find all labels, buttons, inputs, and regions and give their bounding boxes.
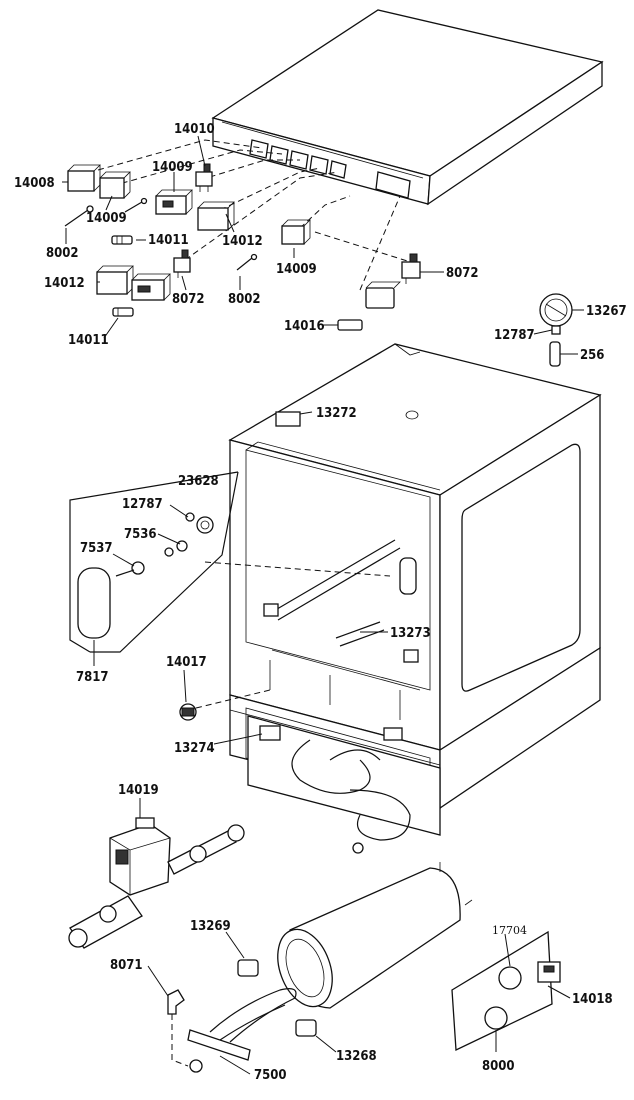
- label-13272: 13272: [316, 406, 357, 421]
- switch-module-14008: [67, 164, 101, 192]
- label-7500: 7500: [254, 1068, 287, 1083]
- part-number-labels: 14010 14008 14009 14009 8002 14011 14012…: [14, 122, 627, 1083]
- label-13268: 13268: [336, 1049, 377, 1064]
- leader-lines: [62, 135, 584, 1075]
- control-board: [451, 930, 561, 1052]
- clip-14016: [337, 319, 363, 331]
- selector-switch-14010: [195, 163, 213, 192]
- switch-module-14012-upper: [197, 201, 235, 231]
- float-detail-inset: [69, 471, 239, 653]
- label-14009-left: 14009: [86, 211, 127, 226]
- label-13267: 13267: [586, 304, 627, 319]
- label-7817: 7817: [76, 670, 109, 685]
- control-panel-cover: [211, 9, 604, 206]
- label-13273: 13273: [390, 626, 431, 641]
- switch-block-right: [365, 281, 401, 309]
- label-14011-lower: 14011: [68, 333, 109, 348]
- screw-8002-center: [236, 253, 258, 271]
- switch-module-lower-right: [131, 273, 171, 301]
- label-14008: 14008: [14, 176, 55, 191]
- switch-module-14009-center: [155, 189, 193, 215]
- inlet-valve-14019: [68, 817, 245, 949]
- switch-module-14012-lower: [96, 265, 134, 295]
- valve-assembly-line: [195, 689, 271, 709]
- label-14010: 14010: [174, 122, 215, 137]
- clip-14011-lower: [112, 307, 134, 317]
- label-12787-inset: 12787: [122, 497, 163, 512]
- label-14017: 14017: [166, 655, 207, 670]
- label-8072-right: 8072: [446, 266, 479, 281]
- label-256: 256: [580, 348, 604, 363]
- label-17704: 17704: [492, 924, 527, 937]
- float-assembly-line: [204, 561, 391, 577]
- selector-switch-8072-left: [173, 249, 191, 278]
- label-14018: 14018: [572, 992, 613, 1007]
- label-13269: 13269: [190, 919, 231, 934]
- label-7536: 7536: [124, 527, 157, 542]
- label-14012-lower: 14012: [44, 276, 85, 291]
- label-14009-center: 14009: [152, 160, 193, 175]
- screw-8002-left: [64, 205, 94, 227]
- selector-switch-8072-right: [401, 253, 421, 284]
- label-14019: 14019: [118, 783, 159, 798]
- clip-14011-upper: [111, 235, 133, 245]
- label-8072-left: 8072: [172, 292, 205, 307]
- label-7537: 7537: [80, 541, 113, 556]
- label-8002-center: 8002: [228, 292, 261, 307]
- thermostat-13267: [539, 293, 573, 367]
- switch-module-14009-right: [281, 219, 311, 245]
- valve-14017: [179, 703, 197, 721]
- screw-center: [124, 197, 148, 213]
- label-8002-left: 8002: [46, 246, 79, 261]
- label-12787-right: 12787: [494, 328, 535, 343]
- label-14011-upper: 14011: [148, 233, 189, 248]
- label-14012-upper: 14012: [222, 234, 263, 249]
- switch-module-14009-left: [99, 171, 131, 199]
- label-8071: 8071: [110, 958, 143, 973]
- label-8000: 8000: [482, 1059, 515, 1074]
- label-14016: 14016: [284, 319, 325, 334]
- label-13274: 13274: [174, 741, 215, 756]
- label-23628: 23628: [178, 474, 219, 489]
- heater-tank: [167, 862, 473, 1073]
- label-14009-right: 14009: [276, 262, 317, 277]
- dishwasher-cabinet: [228, 343, 602, 854]
